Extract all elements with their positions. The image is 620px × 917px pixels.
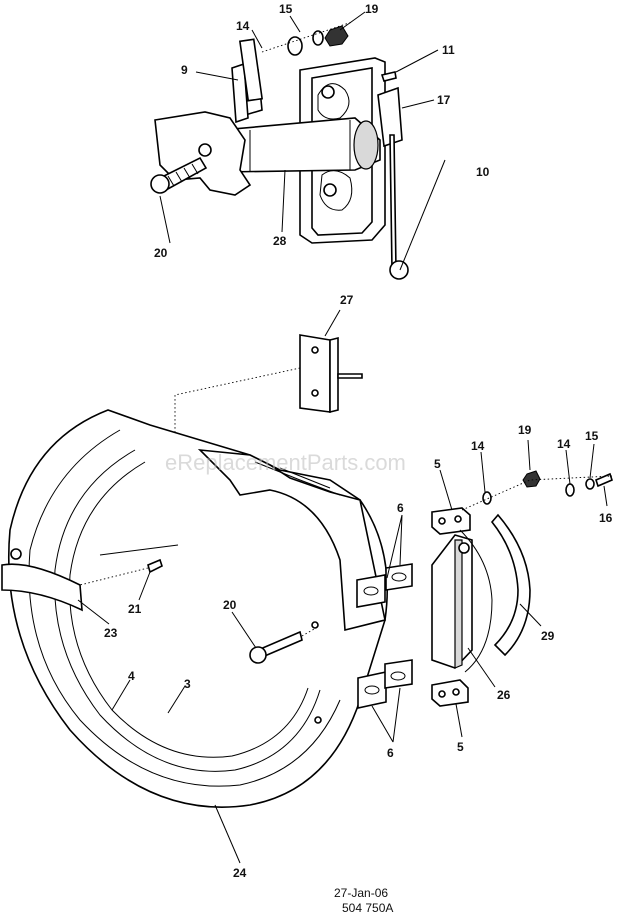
callout-5: 5 (434, 457, 441, 471)
callout-29: 29 (541, 629, 555, 643)
callout-10: 10 (476, 165, 490, 179)
callout-14: 14 (471, 439, 485, 453)
handle-assembly (150, 21, 446, 280)
callout-14: 14 (557, 437, 571, 451)
hinge-assembly (356, 470, 613, 709)
callout-4: 4 (128, 669, 135, 683)
watermark: eReplacementParts.com (165, 450, 406, 475)
callout-16: 16 (599, 511, 613, 525)
callout-20: 20 (223, 598, 237, 612)
callout-14: 14 (236, 19, 250, 33)
callout-15: 15 (279, 2, 293, 16)
plate-27 (174, 334, 363, 450)
callout-17: 17 (437, 93, 451, 107)
callout-20: 20 (154, 246, 168, 260)
callout-27: 27 (340, 293, 354, 307)
callout-19: 19 (365, 2, 379, 16)
callout-labels: 14 15 19 9 11 17 10 20 28 27 5 14 19 14 … (104, 2, 613, 880)
callout-26: 26 (497, 688, 511, 702)
footer-date: 27-Jan-06 (334, 886, 388, 900)
callout-5: 5 (457, 740, 464, 754)
footer-code: 504 750A (342, 901, 393, 915)
callout-21: 21 (128, 602, 142, 616)
callout-11: 11 (442, 43, 455, 57)
callout-19: 19 (518, 423, 532, 437)
callout-15: 15 (585, 429, 599, 443)
callout-3: 3 (184, 677, 191, 691)
callout-6: 6 (397, 501, 404, 515)
door-ring (1, 409, 388, 808)
leader-lines (77, 11, 608, 864)
callout-23: 23 (104, 626, 118, 640)
callout-24: 24 (233, 866, 247, 880)
callout-6: 6 (387, 746, 394, 760)
callout-9: 9 (181, 63, 188, 77)
callout-28: 28 (273, 234, 287, 248)
